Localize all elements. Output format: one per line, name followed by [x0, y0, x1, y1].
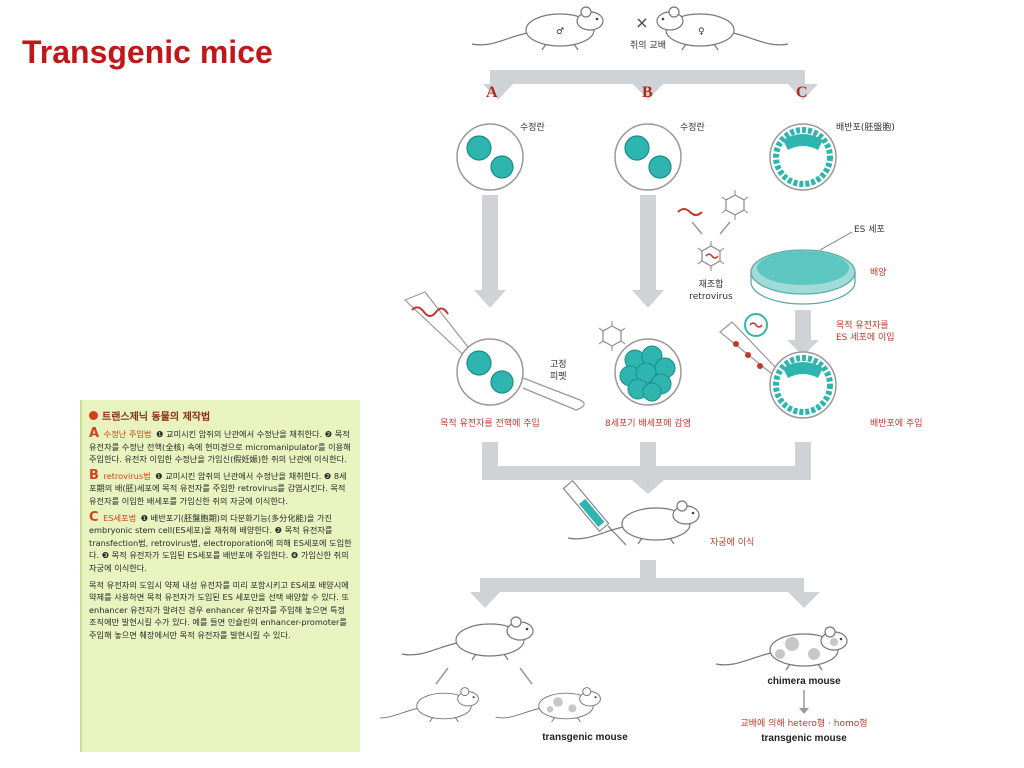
male-symbol: ♂: [556, 27, 564, 37]
recomb-label-1: 재조합: [699, 279, 724, 290]
egg-injection-a: [456, 338, 524, 406]
es-cell-label: ES 세포: [854, 224, 885, 235]
offspring-normal-mouse: [380, 687, 479, 723]
egg-a-label: 수정란: [520, 121, 545, 133]
recomb-label-2: retrovirus: [689, 292, 733, 302]
method-c-head: ES세포법: [103, 512, 137, 523]
egg-b-label: 수정란: [680, 121, 705, 133]
chimera-mouse: [715, 626, 848, 671]
blastocyst: [769, 123, 837, 191]
step-letter-b: B: [642, 84, 653, 101]
method-a: A 수정난 주입법 ❶ 교미시킨 암쥐의 난관에서 수정난을 채취한다. ❷ 목…: [89, 426, 354, 466]
female-mouse: [656, 6, 789, 51]
step-b-label: 8세포기 배세포에 감염: [605, 417, 691, 429]
transgenic-left-label: transgenic mouse: [542, 732, 628, 743]
culture-dish: [750, 249, 856, 305]
fertilized-egg-a: [456, 123, 524, 191]
arrow-b-down: [632, 195, 664, 308]
merge-arrows: [482, 442, 811, 494]
fixing-pipette-label-1: 고정: [550, 359, 567, 370]
offspring-transgenic-mouse: [495, 687, 601, 723]
method-a-text: ❶ 교미시킨 암쥐의 난관에서 수정난을 채취한다. ❷ 목적 유전자를 수정난…: [89, 429, 351, 465]
culture-label: 배양: [870, 267, 887, 278]
hetero-homo-label: 교배에 의해 hetero형 · homo형: [740, 718, 867, 729]
panel-note: 목적 유전자의 도입시 약제 내성 유전자를 미리 포함시키고 ES세포 배양시…: [89, 579, 350, 640]
step-a-label: 목적 유전자를 전핵에 주입: [440, 417, 540, 429]
method-c: C ES세포법 ❶ 배반포기(胚盤胞期)의 다분화기능(多分化能)을 가진 em…: [89, 509, 354, 575]
chimera-label: chimera mouse: [767, 676, 841, 687]
method-c-text: ❶ 배반포기(胚盤胞期)의 다분화기능(多分化能)을 가진 embryonic …: [89, 512, 352, 573]
slide-title: Transgenic mice: [22, 34, 273, 70]
chimera-arrow-head: [799, 708, 809, 714]
virus-icon: [721, 189, 749, 221]
blastocyst-injected: [769, 351, 837, 419]
result-arrows: [470, 560, 820, 608]
method-panel: 트랜스제닉 동물의 제작법 A 수정난 주입법 ❶ 교미시킨 암쥐의 난관에서 …: [80, 400, 360, 752]
blastocyst-label: 배반포(胚盤胞): [836, 121, 895, 133]
method-b-text: ❶ 교미시킨 암쥐의 난관에서 수정난을 채취한다. ❷ 8세포期의 배(胚)세…: [89, 470, 347, 506]
arrow-to-virus-1: [691, 221, 703, 235]
es-cell-pointer: [819, 231, 853, 251]
eight-cell-embryo: [614, 338, 682, 406]
fixing-pipette: [522, 377, 585, 411]
arrow-a-down: [474, 195, 506, 308]
bullet-icon: [89, 411, 98, 420]
method-b: B retrovirus법 ❶ 교미시킨 암쥐의 난관에서 수정난을 채취한다.…: [89, 467, 354, 508]
male-mouse: [471, 6, 604, 51]
panel-title: 트랜스제닉 동물의 제작법: [89, 408, 354, 423]
step-letter-c: C: [796, 84, 808, 101]
arrow-to-virus-2: [719, 221, 731, 235]
cross-label: 쥐의 교배: [630, 40, 666, 51]
method-b-letter: B: [89, 467, 99, 483]
offspring-arrow-2: [519, 667, 533, 685]
transgenic-diagram: ♂ ♀ × 쥐의 교배 A B C 수정란 수정란 배반포(胚盤胞) 재조합 r…: [380, 6, 923, 744]
syringe-icon: [562, 479, 627, 546]
step-c-label: 배반포에 주입: [870, 417, 923, 429]
virus-infecting: [598, 320, 626, 352]
es-cell-circle: [744, 313, 768, 337]
step-letter-a: A: [486, 84, 498, 101]
transgenic-founder-mouse: [401, 616, 534, 661]
fixing-pipette-label-2: 피펫: [550, 371, 567, 382]
offspring-arrow-1: [435, 667, 449, 685]
fertilized-egg-b: [614, 123, 682, 191]
es-insert-label-2: ES 세포에 이입: [836, 331, 895, 343]
method-c-letter: C: [89, 509, 99, 525]
method-b-head: retrovirus법: [103, 470, 151, 481]
method-a-head: 수정난 주입법: [103, 429, 152, 439]
arrow-c-down: [787, 310, 819, 356]
uterus-label: 자궁에 이식: [710, 537, 754, 548]
transgenic-right-label: transgenic mouse: [761, 733, 847, 744]
split-arrows: [483, 70, 818, 100]
cross-icon: ×: [635, 13, 648, 32]
es-insert-label-1: 목적 유전자를: [836, 319, 889, 331]
panel-title-text: 트랜스제닉 동물의 제작법: [102, 412, 211, 423]
gene-fragment-b: [677, 208, 703, 216]
recombinant-retrovirus: [697, 240, 725, 272]
female-symbol: ♀: [698, 27, 705, 37]
method-a-letter: A: [89, 426, 100, 441]
